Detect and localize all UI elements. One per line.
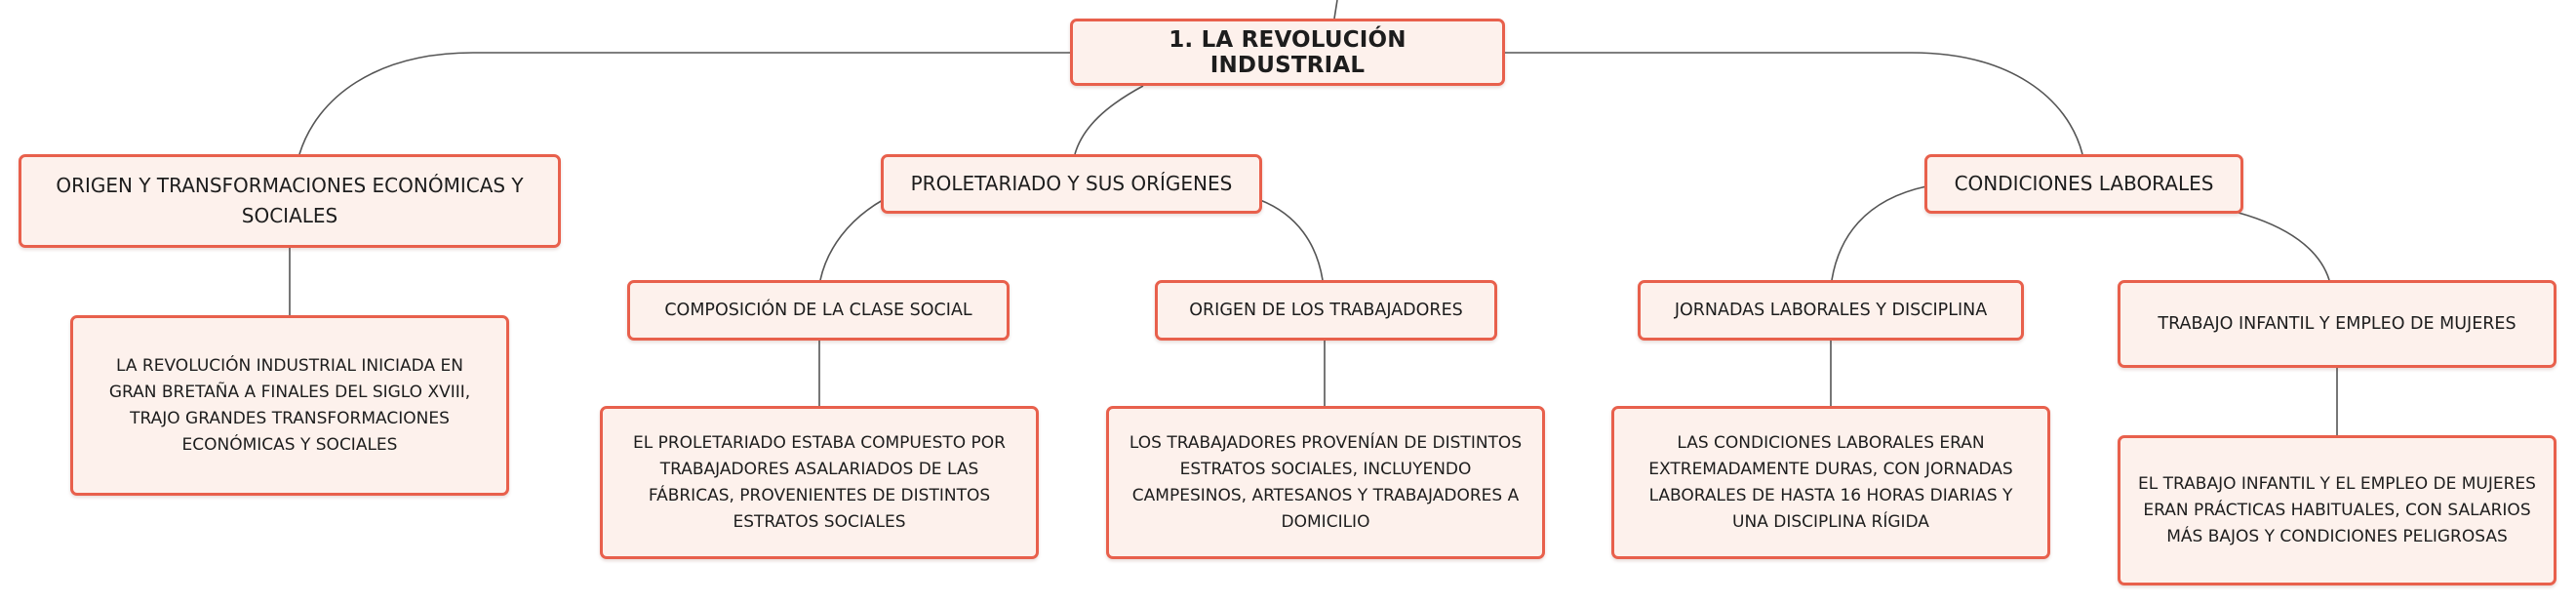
topic-origen-trabajadores[interactable]: ORIGEN DE LOS TRABAJADORES: [1155, 280, 1497, 341]
connector-root-to-origen: [298, 52, 1070, 155]
topic-proletariado-label: PROLETARIADO Y SUS ORÍGENES: [910, 172, 1233, 195]
detail-composicion-clase-social[interactable]: EL PROLETARIADO ESTABA COMPUESTO POR TRA…: [600, 406, 1039, 559]
root-topic-label: 1. LA REVOLUCIÓN INDUSTRIAL: [1169, 26, 1407, 78]
connector-root-to-proletariado: [1074, 85, 1144, 155]
topic-origen-transformaciones[interactable]: ORIGEN Y TRANSFORMACIONES ECONÓMICAS Y S…: [19, 154, 561, 248]
detail-trabajo-infantil-text: EL TRABAJO INFANTIL Y EL EMPLEO DE MUJER…: [2138, 473, 2536, 546]
root-topic[interactable]: 1. LA REVOLUCIÓN INDUSTRIAL: [1070, 19, 1505, 86]
connector-proletariado-to-composicion: [819, 199, 884, 281]
topic-proletariado[interactable]: PROLETARIADO Y SUS ORÍGENES: [881, 154, 1262, 214]
detail-origen-transformaciones-text: LA REVOLUCIÓN INDUSTRIAL INICIADA EN GRA…: [108, 355, 471, 455]
topic-origen-trabajadores-label: ORIGEN DE LOS TRABAJADORES: [1189, 301, 1463, 320]
topic-composicion-clase-social-label: COMPOSICIÓN DE LA CLASE SOCIAL: [664, 301, 972, 320]
detail-jornadas-laborales-text: LAS CONDICIONES LABORALES ERAN EXTREMADA…: [1648, 432, 2013, 532]
detail-composicion-clase-social-text: EL PROLETARIADO ESTABA COMPUESTO POR TRA…: [633, 432, 1006, 532]
detail-origen-transformaciones[interactable]: LA REVOLUCIÓN INDUSTRIAL INICIADA EN GRA…: [70, 315, 509, 496]
topic-condiciones-laborales-label: CONDICIONES LABORALES: [1954, 172, 2214, 195]
topic-trabajo-infantil[interactable]: TRABAJO INFANTIL Y EMPLEO DE MUJERES: [2118, 280, 2556, 368]
connector-proletariado-to-origen-trab: [1259, 199, 1324, 281]
topic-jornadas-laborales-label: JORNADAS LABORALES Y DISCIPLINA: [1674, 301, 1988, 320]
connector-parent-to-root: [1333, 0, 1338, 20]
detail-origen-trabajadores-text: LOS TRABAJADORES PROVENÍAN DE DISTINTOS …: [1129, 432, 1523, 532]
topic-trabajo-infantil-label: TRABAJO INFANTIL Y EMPLEO DE MUJERES: [2158, 314, 2517, 334]
connector-condiciones-to-infantil: [2238, 212, 2330, 281]
topic-condiciones-laborales[interactable]: CONDICIONES LABORALES: [1924, 154, 2243, 214]
detail-trabajo-infantil[interactable]: EL TRABAJO INFANTIL Y EL EMPLEO DE MUJER…: [2118, 435, 2556, 585]
connector-root-to-condiciones: [1505, 52, 2083, 155]
topic-composicion-clase-social[interactable]: COMPOSICIÓN DE LA CLASE SOCIAL: [627, 280, 1010, 341]
detail-jornadas-laborales[interactable]: LAS CONDICIONES LABORALES ERAN EXTREMADA…: [1611, 406, 2050, 559]
connector-condiciones-to-jornadas: [1831, 185, 1927, 281]
detail-origen-trabajadores[interactable]: LOS TRABAJADORES PROVENÍAN DE DISTINTOS …: [1106, 406, 1545, 559]
topic-origen-transformaciones-label: ORIGEN Y TRANSFORMACIONES ECONÓMICAS Y S…: [56, 174, 524, 227]
topic-jornadas-laborales[interactable]: JORNADAS LABORALES Y DISCIPLINA: [1638, 280, 2024, 341]
